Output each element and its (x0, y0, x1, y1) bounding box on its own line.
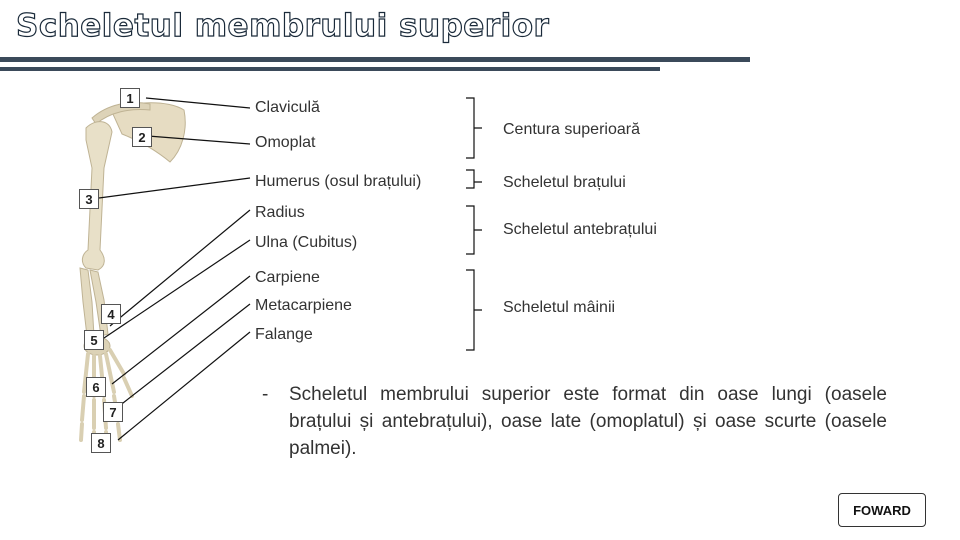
marker-3: 3 (79, 189, 99, 209)
group-scheletul-bratului: Scheletul brațului (503, 174, 626, 191)
label-humerus: Humerus (osul brațului) (255, 173, 422, 190)
marker-2: 2 (132, 127, 152, 147)
marker-4: 4 (101, 304, 121, 324)
label-metacarpiene: Metacarpiene (255, 297, 352, 314)
marker-1: 1 (120, 88, 140, 108)
label-carpiene: Carpiene (255, 269, 320, 286)
group-scheletul-mainii: Scheletul mâinii (503, 299, 616, 316)
title-underline-bottom (0, 67, 660, 71)
label-falange: Falange (255, 326, 313, 343)
marker-8: 8 (91, 433, 111, 453)
leader-line-4 (109, 209, 251, 327)
description-paragraph: - Scheletul membrului superior este form… (262, 381, 887, 462)
group-scheletul-antebratului: Scheletul antebrațului (503, 221, 657, 238)
leader-line-5 (103, 239, 251, 339)
marker-6: 6 (86, 377, 106, 397)
bullet-dash: - (262, 384, 269, 405)
leader-line-7 (113, 303, 251, 411)
leader-line-6 (111, 275, 251, 385)
leader-line-8 (117, 331, 251, 441)
label-ulna: Ulna (Cubitus) (255, 234, 358, 251)
bracket-antebrat (466, 205, 482, 255)
bracket-brat (466, 169, 482, 189)
label-radius: Radius (255, 204, 305, 221)
leader-line-2 (147, 135, 251, 145)
bracket-centura (466, 97, 482, 159)
description-text: Scheletul membrului superior este format… (289, 384, 887, 459)
group-centura-superioara: Centura superioară (503, 121, 640, 138)
marker-5: 5 (84, 330, 104, 350)
title-underline-top (0, 57, 750, 62)
label-omoplat: Omoplat (255, 134, 316, 151)
page-title: Scheletul membrului superior (15, 7, 550, 44)
marker-7: 7 (103, 402, 123, 422)
leader-line-1 (145, 97, 251, 109)
leader-line-3 (98, 177, 251, 199)
label-clavicula: Claviculă (255, 99, 320, 116)
forward-button[interactable]: FOWARD (838, 493, 926, 527)
bracket-mana (466, 269, 482, 351)
